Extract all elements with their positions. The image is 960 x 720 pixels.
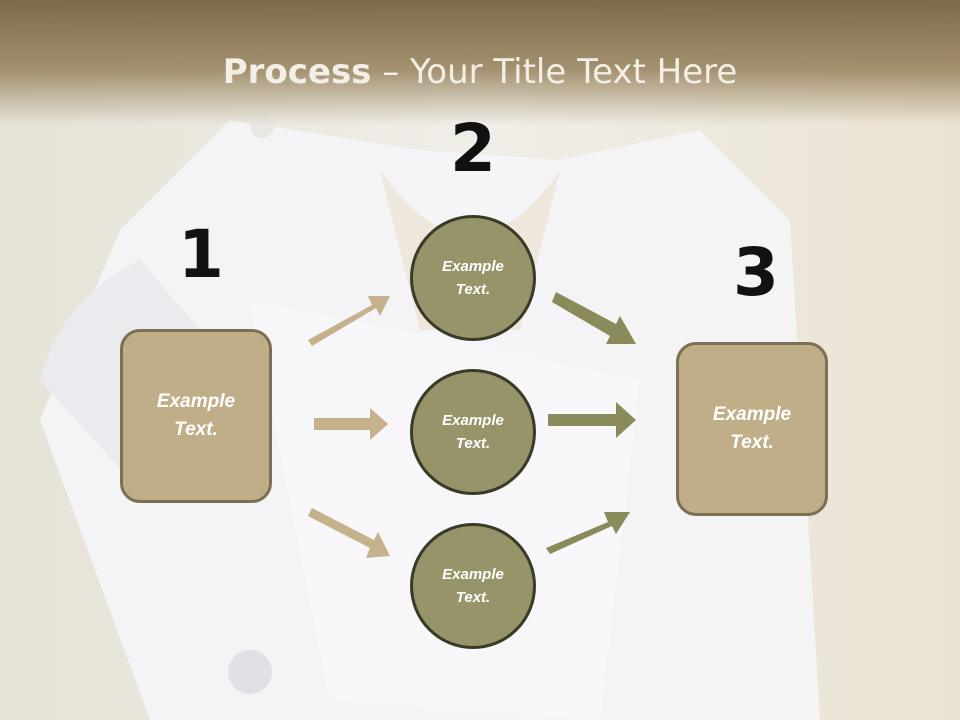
arrow-left-top	[308, 296, 390, 346]
step-number-1: 1	[178, 216, 224, 293]
left-box-line2: Text.	[174, 419, 218, 440]
step-number-2: 2	[450, 110, 496, 187]
circle-bottom-line1: Example	[442, 565, 504, 583]
arrow-left-middle	[314, 408, 388, 440]
circle-top-line2: Text.	[455, 281, 491, 298]
right-box-line2: Text.	[730, 432, 774, 453]
circle-middle-line2: Text.	[455, 435, 491, 452]
circle-middle-line1: Example	[442, 411, 504, 429]
arrow-right-top	[552, 292, 636, 344]
title-band	[0, 0, 960, 125]
step-number-3: 3	[733, 234, 779, 311]
title-bold: Process	[222, 52, 372, 92]
circle-bottom-line2: Text.	[455, 589, 491, 606]
slide-title: Process – Your Title Text Here	[0, 52, 960, 92]
arrow-right-bottom	[546, 512, 630, 554]
arrow-left-bottom	[308, 508, 390, 558]
circle-top-line1: Example	[442, 257, 504, 275]
title-rest: – Your Title Text Here	[371, 52, 738, 92]
left-box-line1: Example	[156, 390, 236, 412]
arrow-right-middle	[548, 402, 636, 438]
right-box-line1: Example	[712, 403, 792, 425]
